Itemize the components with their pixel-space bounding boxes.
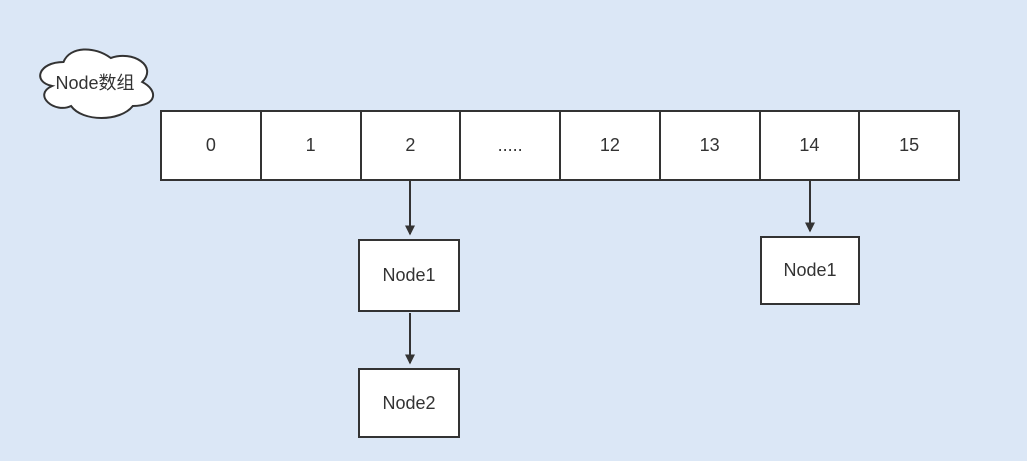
array-cell-2: 2	[361, 110, 462, 181]
cloud-shape: Node数组	[32, 42, 158, 122]
array-cell-12: 12	[561, 110, 661, 181]
node-label: Node2	[382, 392, 436, 413]
node-box-bucket14-node1: Node1	[760, 236, 860, 305]
node-box-bucket2-node1: Node1	[358, 239, 460, 312]
array-cell-15: 15	[860, 110, 960, 181]
node-label: Node1	[783, 260, 837, 280]
array-cell-0: 0	[160, 110, 262, 181]
cloud-outline-icon	[32, 42, 158, 122]
array-cell-ellipsis: .....	[461, 110, 561, 181]
array-cell-1: 1	[261, 110, 362, 181]
cloud-label: Node数组	[55, 73, 135, 93]
node-label: Node1	[382, 265, 436, 285]
node-box-bucket2-node2: Node2	[358, 368, 460, 438]
array-cell-14: 14	[760, 110, 861, 181]
node-array: 0 1 2 ..... 12 13 14 15	[160, 110, 960, 181]
array-cell-13: 13	[660, 110, 761, 181]
